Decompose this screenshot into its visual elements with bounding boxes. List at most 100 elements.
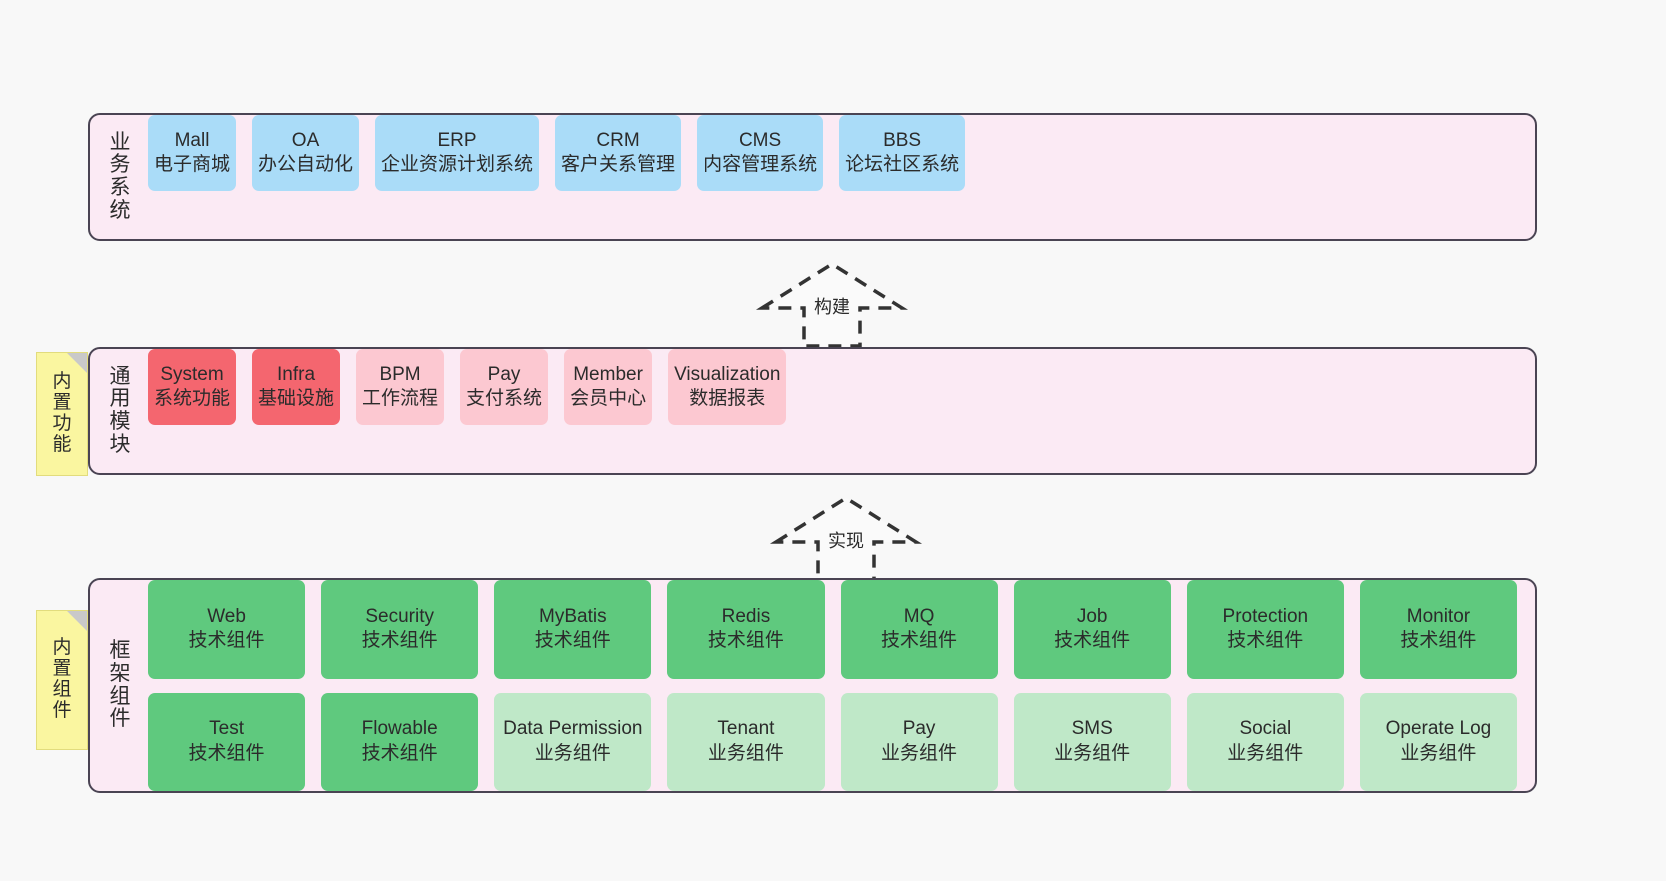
card-bpm-desc: 工作流程	[362, 388, 439, 409]
card-data-permission[interactable]: Data Permission 业务组件	[494, 692, 652, 791]
card-member-name: Member	[573, 363, 643, 385]
card-data-permission-name: Data Permission	[503, 718, 643, 740]
arrow-implement: 实现	[766, 492, 926, 582]
card-mybatis-name: MyBatis	[539, 605, 607, 627]
card-crm-name: CRM	[596, 129, 640, 151]
card-web[interactable]: Web 技术组件	[148, 580, 306, 679]
card-operate-log[interactable]: Operate Log 业务组件	[1359, 692, 1517, 791]
layer-common-module-title: 通用模块	[109, 364, 131, 456]
card-security[interactable]: Security 技术组件	[321, 580, 479, 679]
card-infra[interactable]: Infra 基础设施	[252, 349, 341, 425]
card-job[interactable]: Job 技术组件	[1013, 580, 1171, 679]
card-mybatis-desc: 技术组件	[534, 630, 611, 652]
card-test-name: Test	[209, 718, 244, 740]
business-system-row: Mall 电子商城 OA 办公自动化 ERP 企业资源计划系统 CRM 客户关系…	[148, 115, 1517, 239]
layer-framework-component: 框架组件 Web 技术组件 Security 技术组件 MyBatis 技术组件…	[88, 578, 1537, 793]
card-web-name: Web	[207, 605, 246, 627]
card-system-name: System	[160, 363, 224, 385]
note-builtin-component: 内置组件	[36, 610, 88, 750]
card-bbs-name: BBS	[883, 129, 922, 151]
card-protection[interactable]: Protection 技术组件	[1186, 580, 1344, 679]
card-job-desc: 技术组件	[1054, 630, 1131, 652]
card-crm-desc: 客户关系管理	[561, 154, 676, 175]
card-test[interactable]: Test 技术组件	[148, 692, 306, 791]
card-oa-desc: 办公自动化	[258, 154, 354, 175]
card-mq-desc: 技术组件	[881, 630, 958, 652]
card-job-name: Job	[1076, 605, 1108, 627]
card-mall[interactable]: Mall 电子商城	[148, 115, 237, 191]
card-operate-log-name: Operate Log	[1385, 718, 1492, 740]
card-web-desc: 技术组件	[188, 630, 265, 652]
card-pay-module-name: Pay	[487, 363, 521, 385]
card-infra-name: Infra	[277, 363, 316, 385]
card-mall-desc: 电子商城	[154, 154, 231, 175]
framework-business-row: Test 技术组件 Flowable 技术组件 Data Permission …	[148, 692, 1517, 791]
card-social[interactable]: Social 业务组件	[1186, 692, 1344, 791]
card-mybatis[interactable]: MyBatis 技术组件	[494, 580, 652, 679]
card-cms[interactable]: CMS 内容管理系统	[697, 115, 824, 191]
card-security-name: Security	[365, 605, 434, 627]
card-tenant[interactable]: Tenant 业务组件	[667, 692, 825, 791]
card-crm[interactable]: CRM 客户关系管理	[555, 115, 682, 191]
layer-business-system-body: Mall 电子商城 OA 办公自动化 ERP 企业资源计划系统 CRM 客户关系…	[138, 115, 1535, 239]
note-builtin-function: 内置功能	[36, 352, 88, 476]
card-monitor-name: Monitor	[1406, 605, 1471, 627]
card-flowable[interactable]: Flowable 技术组件	[321, 692, 479, 791]
card-visualization-desc: 数据报表	[689, 388, 766, 409]
layer-framework-component-title: 框架组件	[109, 639, 131, 731]
card-redis-name: Redis	[721, 605, 771, 627]
card-test-desc: 技术组件	[188, 742, 265, 764]
card-protection-name: Protection	[1222, 605, 1309, 627]
card-visualization[interactable]: Visualization 数据报表	[668, 349, 787, 425]
layer-framework-component-body: Web 技术组件 Security 技术组件 MyBatis 技术组件 Redi…	[138, 580, 1535, 791]
card-sms[interactable]: SMS 业务组件	[1013, 692, 1171, 791]
card-bbs-desc: 论坛社区系统	[845, 154, 960, 175]
card-oa-name: OA	[291, 129, 320, 151]
card-erp[interactable]: ERP 企业资源计划系统	[375, 115, 540, 191]
card-mq-name: MQ	[903, 605, 935, 627]
card-flowable-desc: 技术组件	[361, 742, 438, 764]
layer-common-module-body: System 系统功能 Infra 基础设施 BPM 工作流程 Pay 支付系统…	[138, 349, 1535, 473]
card-bpm-name: BPM	[379, 363, 421, 385]
card-security-desc: 技术组件	[361, 630, 438, 652]
card-erp-desc: 企业资源计划系统	[381, 154, 534, 175]
card-oa[interactable]: OA 办公自动化	[252, 115, 360, 191]
card-system-desc: 系统功能	[154, 388, 231, 409]
layer-common-module: 通用模块 System 系统功能 Infra 基础设施 BPM 工作流程 Pay…	[88, 347, 1537, 475]
note-fold-corner-icon	[67, 353, 87, 373]
card-redis[interactable]: Redis 技术组件	[667, 580, 825, 679]
layer-business-system-title: 业务系统	[109, 130, 131, 222]
card-cms-desc: 内容管理系统	[703, 154, 818, 175]
card-cms-name: CMS	[738, 129, 782, 151]
card-social-desc: 业务组件	[1227, 742, 1304, 764]
card-pay-component[interactable]: Pay 业务组件	[840, 692, 998, 791]
card-redis-desc: 技术组件	[707, 630, 784, 652]
card-visualization-name: Visualization	[674, 363, 781, 385]
card-operate-log-desc: 业务组件	[1400, 742, 1477, 764]
card-bpm[interactable]: BPM 工作流程	[356, 349, 445, 425]
arrow-build: 构建	[752, 258, 912, 348]
card-pay-module-desc: 支付系统	[466, 388, 543, 409]
note-builtin-component-text: 内置组件	[52, 637, 72, 721]
common-module-row: System 系统功能 Infra 基础设施 BPM 工作流程 Pay 支付系统…	[148, 349, 1517, 473]
note-builtin-function-text: 内置功能	[52, 371, 72, 455]
card-flowable-name: Flowable	[361, 718, 438, 740]
card-social-name: Social	[1239, 718, 1292, 740]
card-sms-desc: 业务组件	[1054, 742, 1131, 764]
card-mq[interactable]: MQ 技术组件	[840, 580, 998, 679]
card-erp-name: ERP	[437, 129, 477, 151]
card-system[interactable]: System 系统功能	[148, 349, 237, 425]
arrow-implement-label: 实现	[828, 531, 864, 551]
card-tenant-desc: 业务组件	[707, 742, 784, 764]
framework-tech-row: Web 技术组件 Security 技术组件 MyBatis 技术组件 Redi…	[148, 580, 1517, 679]
card-pay-module[interactable]: Pay 支付系统	[460, 349, 549, 425]
card-mall-name: Mall	[174, 129, 210, 151]
card-monitor-desc: 技术组件	[1400, 630, 1477, 652]
card-monitor[interactable]: Monitor 技术组件	[1359, 580, 1517, 679]
card-tenant-name: Tenant	[717, 718, 775, 740]
card-member[interactable]: Member 会员中心	[564, 349, 653, 425]
arrow-build-label: 构建	[814, 297, 850, 317]
note-fold-corner-icon	[67, 611, 87, 631]
card-bbs[interactable]: BBS 论坛社区系统	[839, 115, 966, 191]
